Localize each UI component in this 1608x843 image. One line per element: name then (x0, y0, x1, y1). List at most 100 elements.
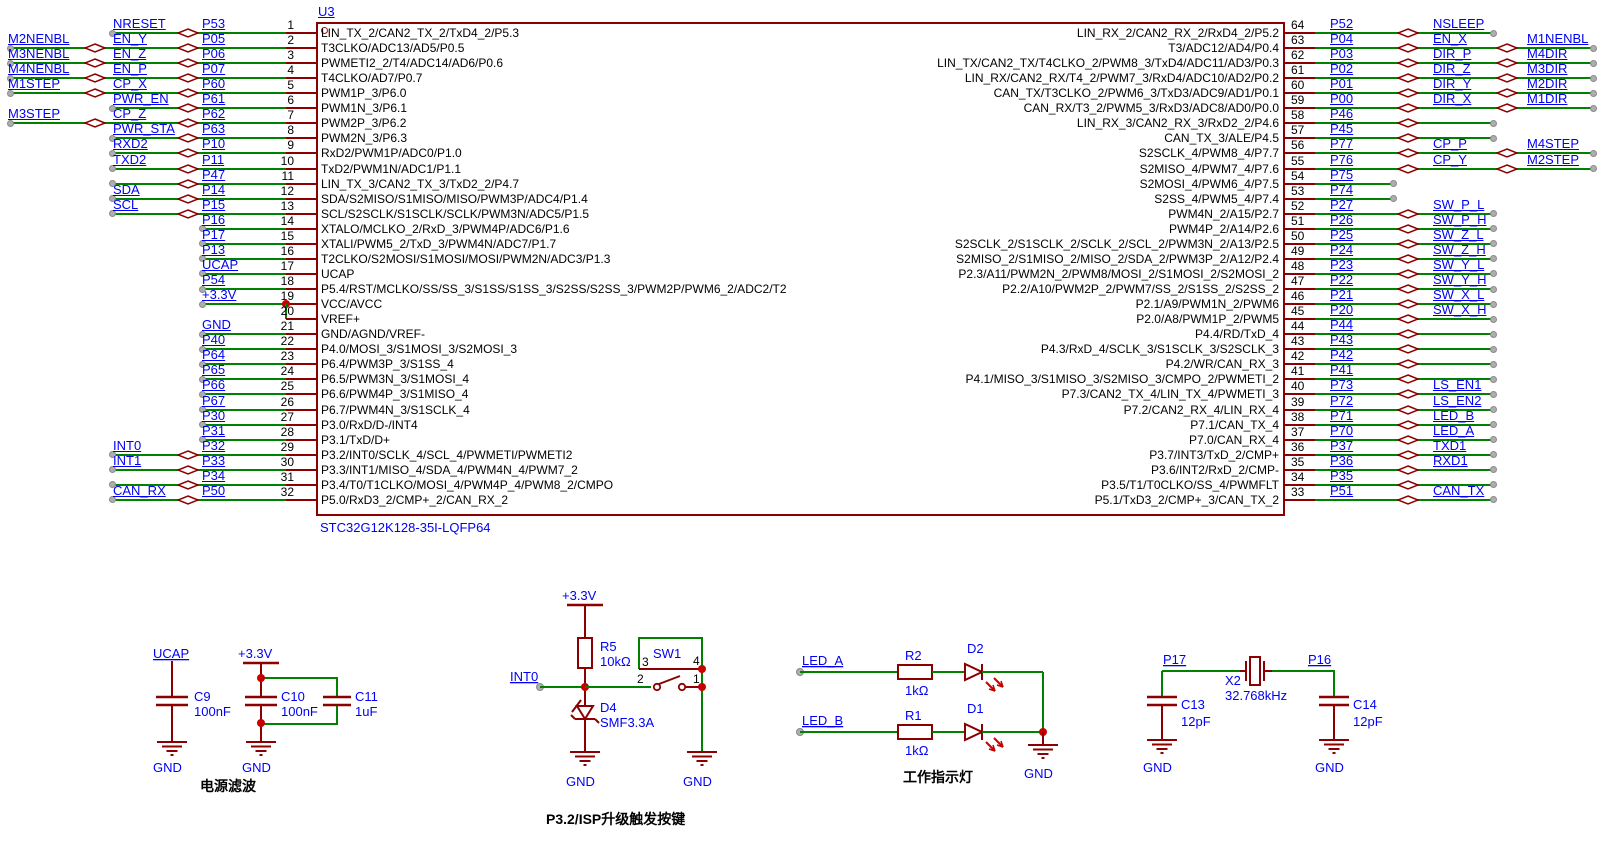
port-label[interactable]: P34 (202, 467, 226, 483)
value[interactable]: 1kΩ (905, 743, 929, 758)
net-label[interactable]: PWR_EN (113, 91, 169, 107)
port-label[interactable]: P60 (202, 76, 226, 92)
value[interactable]: 1uF (355, 704, 377, 719)
port-label[interactable]: P20 (1330, 302, 1354, 318)
net-label[interactable]: EN_X (1433, 31, 1467, 47)
resistor-r5[interactable] (577, 637, 593, 669)
net-wire[interactable] (10, 122, 286, 125)
port-label[interactable]: P50 (202, 482, 226, 498)
port-label[interactable]: P71 (1330, 407, 1354, 423)
net-label[interactable]: INT0 (113, 437, 142, 453)
port-label[interactable]: P45 (1330, 121, 1354, 137)
net-label[interactable]: EN_P (113, 61, 147, 77)
designator[interactable]: D4 (600, 700, 617, 715)
port-label[interactable]: P74 (1330, 181, 1354, 197)
power-label[interactable]: +3.3V (238, 646, 273, 661)
port-label[interactable]: P65 (202, 362, 226, 378)
gnd-symbol[interactable] (156, 741, 188, 756)
net-wire[interactable] (1315, 182, 1393, 185)
gnd-label[interactable]: GND (1143, 760, 1172, 775)
net-wire[interactable] (1315, 197, 1393, 200)
port-label[interactable]: P43 (1330, 332, 1354, 348)
port-label[interactable]: P22 (1330, 272, 1354, 288)
port-label[interactable]: P30 (202, 407, 226, 423)
net-label[interactable]: LS_EN2 (1433, 392, 1482, 408)
port-label[interactable]: P11 (202, 151, 225, 167)
net-wire[interactable] (112, 453, 286, 456)
net-label[interactable]: TXD2 (113, 151, 147, 167)
net-label[interactable]: LED_B (1433, 407, 1475, 423)
net-label[interactable]: INT1 (113, 452, 142, 468)
port-label[interactable]: P64 (202, 347, 226, 363)
port-label[interactable]: P66 (202, 377, 226, 393)
gnd-symbol[interactable] (1027, 744, 1059, 759)
net-wire[interactable] (10, 77, 286, 80)
port-label[interactable]: P27 (1330, 196, 1354, 212)
wire[interactable] (638, 637, 703, 752)
port-label[interactable]: P70 (1330, 422, 1354, 438)
net-label[interactable]: TXD1 (1433, 437, 1467, 453)
net-label[interactable]: DIR_P (1433, 46, 1472, 62)
gnd-label[interactable]: GND (153, 760, 182, 775)
net-label[interactable]: CAN_TX (1433, 482, 1485, 498)
net-wire[interactable] (202, 408, 286, 411)
designator[interactable]: R2 (905, 648, 922, 663)
designator[interactable]: C11 (355, 689, 378, 704)
net-label[interactable]: LED_B (802, 713, 843, 728)
port-label[interactable]: P44 (1330, 317, 1354, 333)
circuit-caption[interactable]: P3.2/ISP升级触发按键 (546, 811, 686, 827)
net-label[interactable]: EN_Z (113, 46, 147, 62)
net-label[interactable]: EN_Y (113, 31, 147, 47)
net-wire[interactable] (1315, 47, 1593, 50)
designator[interactable]: C14 (1353, 697, 1377, 712)
port-label[interactable]: P76 (1330, 151, 1354, 167)
led-d1[interactable] (964, 722, 1004, 752)
net-wire[interactable] (1315, 107, 1593, 110)
net-label[interactable]: M4DIR (1527, 46, 1568, 62)
net-wire[interactable] (112, 483, 286, 486)
net-wire[interactable] (202, 303, 286, 306)
net-wire[interactable] (202, 393, 286, 396)
net-label[interactable]: SW_X_H (1433, 302, 1487, 318)
value[interactable]: 12pF (1353, 714, 1383, 729)
net-label[interactable]: UCAP (153, 646, 189, 661)
net-label[interactable]: SW_X_L (1433, 287, 1485, 303)
net-wire[interactable] (1315, 77, 1593, 80)
port-label[interactable]: P35 (1330, 467, 1354, 483)
net-wire[interactable] (112, 107, 286, 110)
gnd-label[interactable]: GND (683, 774, 712, 789)
port-label[interactable]: P37 (1330, 437, 1354, 453)
port-label[interactable]: P24 (1330, 241, 1354, 257)
port-label[interactable]: P33 (202, 452, 226, 468)
net-label[interactable]: DIR_Z (1433, 61, 1471, 77)
ic-part-number[interactable]: STC32G12K128-35I-LQFP64 (320, 520, 491, 535)
net-label[interactable]: SW_P_L (1433, 196, 1485, 212)
net-label[interactable]: SW_Z_L (1433, 226, 1484, 242)
port-label[interactable]: P40 (202, 332, 226, 348)
net-label[interactable]: SCL (113, 196, 139, 212)
gnd-symbol[interactable] (569, 751, 601, 766)
net-wire[interactable] (202, 378, 286, 381)
net-label[interactable]: CP_Z (113, 106, 147, 122)
port-label[interactable]: UCAP (202, 256, 239, 272)
capacitor-c11[interactable] (323, 695, 351, 707)
value[interactable]: 100nF (194, 704, 231, 719)
port-label[interactable]: P54 (202, 272, 226, 288)
port-label[interactable]: P75 (1330, 166, 1354, 182)
net-wire[interactable] (202, 227, 286, 230)
port-label[interactable]: P07 (202, 61, 226, 77)
net-wire[interactable] (202, 272, 286, 275)
designator[interactable]: X2 (1225, 673, 1241, 688)
net-label[interactable]: M4NENBL (8, 61, 70, 77)
net-label[interactable]: RXD1 (1433, 452, 1468, 468)
port-label[interactable]: P16 (202, 211, 226, 227)
port-label[interactable]: P46 (1330, 106, 1354, 122)
net-label[interactable]: P16 (1308, 652, 1331, 667)
wire[interactable] (261, 677, 338, 725)
value[interactable]: 10kΩ (600, 654, 631, 669)
net-label[interactable]: DIR_Y (1433, 76, 1472, 92)
port-label[interactable]: P67 (202, 392, 226, 408)
value[interactable]: SMF3.3A (600, 715, 655, 730)
net-wire[interactable] (112, 498, 286, 501)
port-label[interactable]: +3.3V (202, 287, 237, 303)
